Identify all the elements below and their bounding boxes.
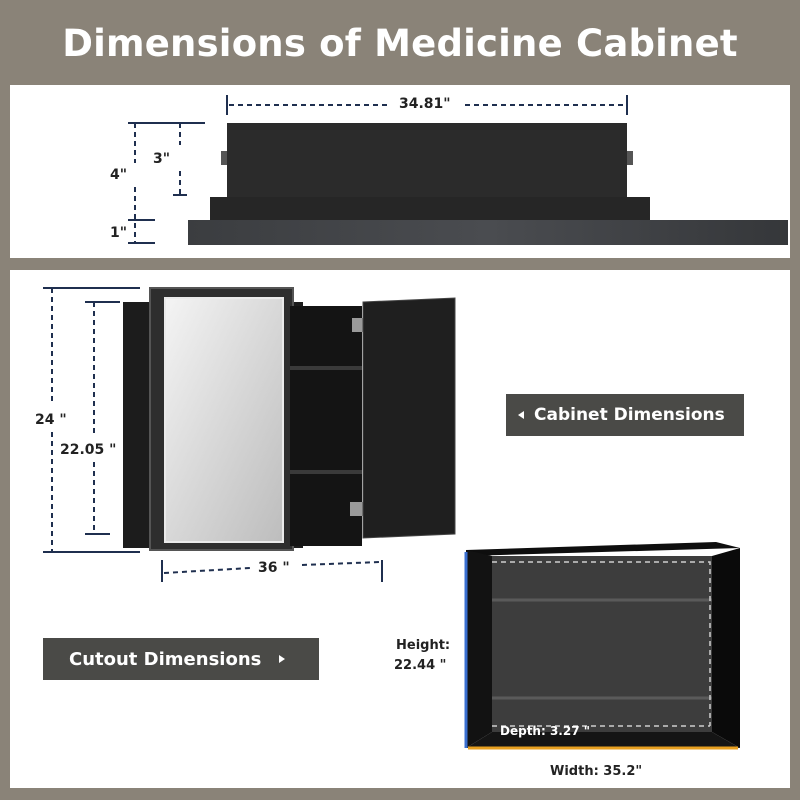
- cutout-left-wall: [466, 550, 492, 748]
- cabinet-dimensions-badge: Cabinet Dimensions: [506, 394, 744, 436]
- cutout-width-label: Width: 35.2": [550, 764, 643, 779]
- front-view-panel: 24 " 22.05 " 36 " Cabinet Dimensions Cut…: [10, 270, 790, 788]
- wall-strip: [188, 220, 788, 245]
- top-depth-recess-label: 3": [153, 151, 171, 167]
- cutout-dimensions-label: Cutout Dimensions: [69, 648, 262, 670]
- front-view-drawing: [43, 287, 740, 750]
- mirror-glass: [164, 297, 284, 543]
- top-depth-total-label: 4": [110, 167, 128, 183]
- cutout-depth-label: Depth: 3.27 ": [500, 724, 590, 738]
- cutout-height-caption: Height:: [396, 638, 451, 653]
- front-height-inner-label: 22.05 ": [60, 442, 117, 458]
- front-width-label: 36 ": [258, 560, 290, 576]
- cutout-top-face: [466, 542, 740, 556]
- cutout-right-wall: [712, 548, 740, 748]
- cabinet-dimensions-label: Cabinet Dimensions: [534, 405, 725, 425]
- cutout-bottom: [466, 732, 740, 748]
- cutout-dimensions-badge: Cutout Dimensions: [43, 638, 319, 680]
- cutout-height-value: 22.44 ": [394, 658, 447, 673]
- triangle-right-icon: [279, 655, 286, 663]
- top-width-label: 34.81": [399, 96, 451, 112]
- shelf-lower: [290, 470, 362, 474]
- cabinet-hinge-right: [627, 151, 633, 165]
- cabinet-hinge-left: [221, 151, 227, 165]
- shelf-upper: [290, 366, 362, 370]
- front-height-outer-label: 24 ": [35, 412, 67, 428]
- right-door: [362, 297, 456, 539]
- top-flange-label: 1": [110, 225, 128, 241]
- cabinet-flange: [210, 197, 650, 222]
- triangle-left-icon: [518, 411, 524, 419]
- page-title: Dimensions of Medicine Cabinet: [62, 22, 738, 65]
- top-view-drawing: [128, 95, 788, 245]
- cutout-back: [492, 556, 712, 732]
- cabinet-body-top: [227, 123, 627, 198]
- top-view-panel: 34.81" 4" 3" 1": [10, 85, 790, 258]
